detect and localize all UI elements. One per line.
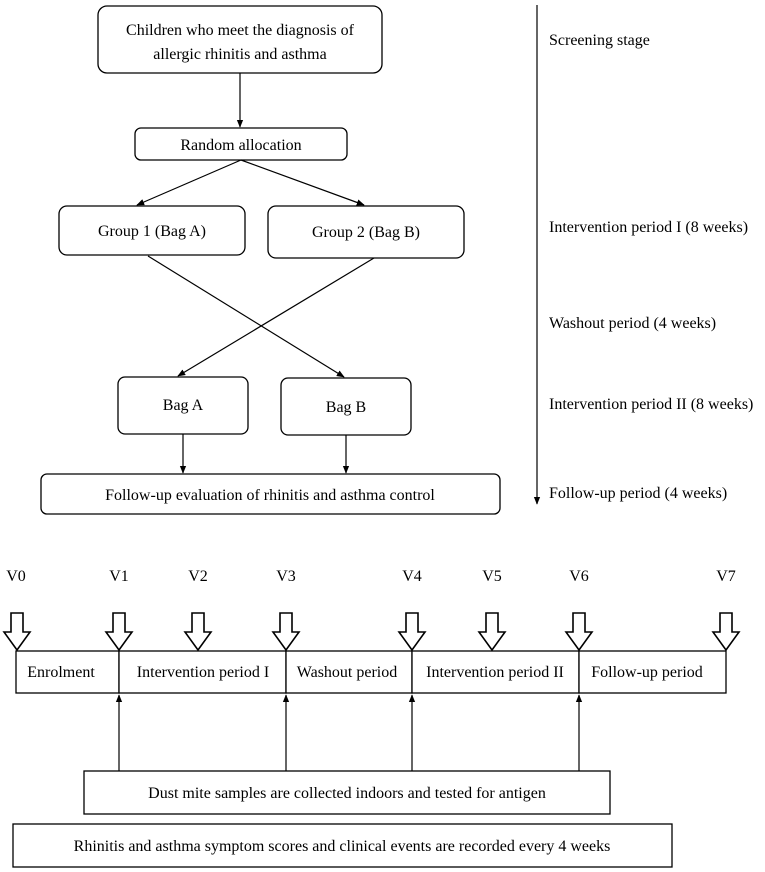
arrow-group2-to-bag-a xyxy=(177,257,375,377)
visit-label-v0: V0 xyxy=(6,568,26,585)
arrow-group1-to-bag-b xyxy=(147,255,345,378)
visit-label-v2: V2 xyxy=(188,568,208,585)
stage-label-follow-up: Follow-up period (4 weeks) xyxy=(549,485,727,502)
visit-label-v5: V5 xyxy=(482,568,502,585)
diagnosis-box-line2: allergic rhinitis and asthma xyxy=(153,46,326,63)
dust-mite-note-box xyxy=(83,770,611,815)
arrow-allocation-to-group2 xyxy=(240,159,365,206)
stage-label-intervention-1: Intervention period I (8 weeks) xyxy=(549,219,748,236)
dust-mite-note: Dust mite samples are collected indoors … xyxy=(148,785,546,802)
visit-arrow-v0 xyxy=(2,612,32,652)
stage-label-screening: Screening stage xyxy=(549,32,650,49)
visit-arrow-v2 xyxy=(183,612,213,652)
phase-label-intervention-1: Intervention period I xyxy=(137,664,269,681)
group2-label: Group 2 (Bag B) xyxy=(312,224,420,241)
visit-label-v7: V7 xyxy=(716,568,736,585)
visit-label-v1: V1 xyxy=(109,568,129,585)
visit-arrow-v1 xyxy=(104,612,134,652)
phase-box-intervention-2 xyxy=(411,650,580,694)
arrow-allocation-to-group1 xyxy=(136,159,242,206)
symptom-note-box xyxy=(12,823,673,868)
visit-arrow-v3 xyxy=(271,612,301,652)
diagnosis-box-line1: Children who meet the diagnosis of xyxy=(126,22,355,39)
phase-box-enrolment xyxy=(15,650,120,694)
stage-label-intervention-2: Intervention period II (8 weeks) xyxy=(549,396,753,413)
visit-arrow-v6 xyxy=(564,612,594,652)
group2-box xyxy=(267,205,465,259)
group1-label: Group 1 (Bag A) xyxy=(98,223,206,240)
visit-label-v4: V4 xyxy=(402,568,422,585)
visit-arrow-v4 xyxy=(397,612,427,652)
random-allocation-label: Random allocation xyxy=(180,137,301,154)
phase-label-intervention-2: Intervention period II xyxy=(426,664,564,681)
phase-label-washout: Washout period xyxy=(297,664,397,681)
phase-label-follow-up: Follow-up period xyxy=(591,664,703,681)
symptom-note: Rhinitis and asthma symptom scores and c… xyxy=(74,838,611,855)
visit-arrow-v7 xyxy=(711,612,741,652)
phase-box-intervention-1 xyxy=(118,650,287,694)
visit-label-v3: V3 xyxy=(276,568,296,585)
bag-b-label: Bag B xyxy=(326,399,366,416)
bag-a-label: Bag A xyxy=(163,397,204,414)
visit-arrow-v5 xyxy=(477,612,507,652)
follow-up-evaluation-label: Follow-up evaluation of rhinitis and ast… xyxy=(105,487,435,504)
stage-label-washout: Washout period (4 weeks) xyxy=(549,315,716,332)
visit-timeline: V0 V1 V2 V3 V4 V5 V6 V7 Enrolment Interv… xyxy=(2,568,741,868)
phase-box-follow-up xyxy=(578,650,727,694)
phase-label-enrolment: Enrolment xyxy=(27,664,95,681)
flowchart: Children who meet the diagnosis of aller… xyxy=(40,5,753,515)
follow-up-evaluation-box xyxy=(40,473,501,515)
group1-box xyxy=(58,205,246,256)
visit-label-v6: V6 xyxy=(569,568,589,585)
phase-box-washout xyxy=(285,650,413,694)
